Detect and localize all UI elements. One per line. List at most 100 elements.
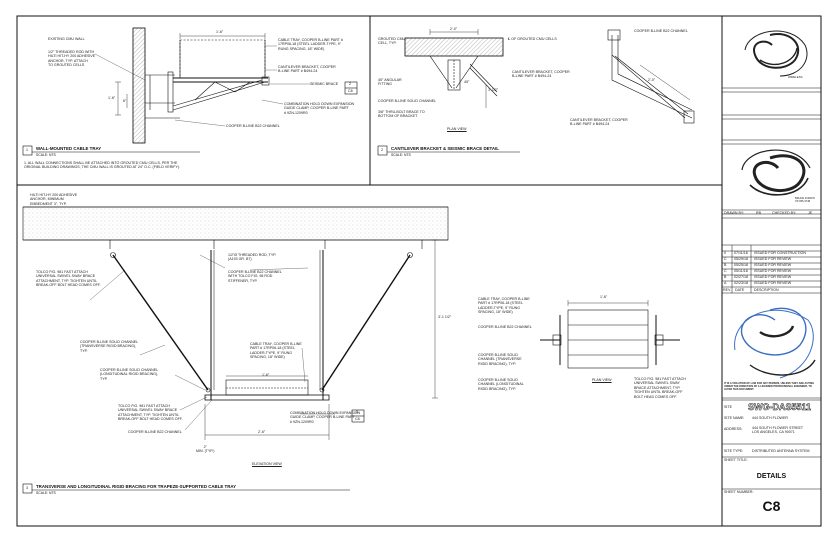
d3-plan-tolco: TOLCO FIG. 981 FAST ATTACH UNIVERSAL SWI… <box>634 377 686 399</box>
d3-plan-view: PLAN VIEW <box>592 378 612 382</box>
detail-2-drawing <box>404 29 695 124</box>
d2-plan-view: PLAN VIEW <box>447 127 467 131</box>
d2-fitting-label: 45° ANGULAR FITTING <box>378 78 402 87</box>
seal-text: BRUCE FODDIN XP 065-3748 <box>795 197 815 204</box>
d3-number: 3 <box>26 486 28 490</box>
d2-cantilever-right: CANTILEVER BRACKET, COOPER B-LINE PART #… <box>570 118 628 127</box>
revision-rev: B <box>724 275 727 279</box>
revision-desc: ISSUED FOR REVIEW <box>754 257 792 261</box>
d3-scale: SCALE: NTS <box>36 491 56 495</box>
d1-existing-wall-label: EXISTING CMU WALL <box>48 37 85 41</box>
d1-title: WALL-MOUNTED CABLE TRAY <box>36 146 102 151</box>
revision-date: 05/25/18 <box>734 263 748 267</box>
disclaimer-text: IT IS A VIOLATION OF LAW FOR ANY PERSON,… <box>724 382 815 391</box>
d3-plan-dim: 1'-6" <box>600 295 608 299</box>
d2-bolt-label: 3/8" THRU-BOLT BRACE TO BOTTOM OF BRACKE… <box>378 110 425 119</box>
site-label: SITE <box>724 405 732 409</box>
d1-scale: SCALE: NTS <box>36 153 56 157</box>
address-value: 444 SOUTH FLOWER STREET LOS ANGELES, CA … <box>752 426 804 435</box>
d2-dim-top: 2'-0" <box>450 27 458 31</box>
revision-desc: ISSUED FOR REVIEW <box>754 263 792 267</box>
d3-tolco-bottom: TOLCO FIG. 981 FAST ATTACH UNIVERSAL SWI… <box>118 404 183 422</box>
d3-plan-b22: COOPER B-LINE B22 CHANNEL <box>478 325 532 329</box>
engineer-seal-logo <box>741 149 811 196</box>
sheet-title-value: DETAILS <box>756 473 787 480</box>
revision-date: 05/29/18 <box>734 257 748 261</box>
d3-title: TRANSVERSE AND LONGITUDINAL RIGID BRACIN… <box>36 484 237 489</box>
rev-header: REV. <box>723 288 732 292</box>
address-label: ADDRESS: <box>724 427 743 431</box>
d3-clamp: COMBINATION HOLD DOWN EXPANSION GUIDE CL… <box>290 411 361 424</box>
d2-channel-label: COOPER B-LINE SOLID CHANNEL <box>378 99 437 103</box>
d1-ref-num: 2 <box>349 82 351 86</box>
logo-wireless-text: WIRELESS <box>788 75 803 79</box>
d1-dim-left: 1'-6" <box>108 96 116 100</box>
d3-plan-long: COOPER B-LINE SOLID CHANNEL (LONGITUDINA… <box>478 378 524 391</box>
revision-rev: C <box>724 269 727 273</box>
d1-number: 1 <box>26 148 28 152</box>
detail-3-elevation <box>22 206 449 440</box>
d3-transverse: COOPER B-LINE SOLID CHANNEL (TRANSVERSE … <box>80 340 139 353</box>
d1-rod-label: 1/2" THREADED ROD WITH HILTI HIT-HY 200 … <box>48 50 96 68</box>
site-name-value: 444 SOUTH FLOWER <box>752 416 788 420</box>
d2-cl-label: ℄ OF GROUTED CMU CELLS <box>508 37 557 41</box>
d2-dim-side: 1'-1/2" <box>488 88 499 92</box>
sheet-title-label: SHEET TITLE: <box>724 458 748 462</box>
site-id: SWG-DAS5511 <box>748 402 812 413</box>
d1-clamp-label: COMBINATION HOLD DOWN EXPANSION GUIDE CL… <box>284 102 355 115</box>
checked-by-label: CHECKED BY: <box>772 211 797 215</box>
revision-rev: C <box>724 257 727 261</box>
d3-ref-num: 2 <box>356 410 358 414</box>
d3-b22-stiff: COOPER B-LINE B22 CHANNEL WITH TOLCO FIG… <box>228 270 282 283</box>
desc-header: DESCRIPTION <box>754 288 779 292</box>
site-type-value: DISTRIBUTED ANTENNA SYSTEM <box>752 449 810 453</box>
revision-date: 02/23/18 <box>734 281 748 285</box>
checked-by-value: JE <box>808 211 813 215</box>
d3-ref-sheet: C8 <box>355 417 360 421</box>
d1-seismic-label: SEISMIC BRACE <box>310 82 339 86</box>
d1-channel-label: COOPER B-LINE B22 CHANNEL <box>226 124 280 128</box>
detail-1-drawing <box>94 27 358 144</box>
d3-tolco-left: TOLCO FIG. 981 FAST ATTACH UNIVERSAL SWI… <box>36 270 101 288</box>
sheet-number-label: SHEET NUMBER: <box>724 490 754 494</box>
d2-title: CANTILEVER BRACKET & SEISMIC BRACE DETAI… <box>391 146 499 151</box>
d3-tray: CABLE TRAY, COOPER B-LINE PART # 17RP06-… <box>250 342 302 360</box>
d2-angle: 45° <box>464 80 470 84</box>
drawn-by-label: DRAWN BY: <box>724 211 745 215</box>
d1-dim-top: 1'-6" <box>216 30 224 34</box>
d3-min: 2" MIN. (TYP.) <box>196 445 215 454</box>
d3-b22: COOPER B-LINE B22 CHANNEL <box>128 430 182 434</box>
revision-date: 05/11/18 <box>734 269 748 273</box>
site-type-label: SITE TYPE: <box>724 449 744 453</box>
revision-date: 07/11/18 <box>734 251 748 255</box>
revision-rev: A <box>724 281 727 285</box>
d2-number: 2 <box>381 148 383 152</box>
revision-desc: ISSUED FOR REVIEW <box>754 275 792 279</box>
revision-rev: 0 <box>724 251 726 255</box>
d2-grouted-label: GROUTED CMU CELL, TYP. <box>378 37 406 46</box>
sheet-number-value: C8 <box>762 498 781 514</box>
d3-plan-tray: CABLE TRAY, COOPER B-LINE PART # 17RP06-… <box>478 297 530 315</box>
d1-cantilever-label: CANTILEVER BRACKET, COOPER B-LINE PART #… <box>278 65 336 74</box>
d1-tray-label: CABLE TRAY, COOPER B-LINE PART # 17RP06-… <box>278 38 343 51</box>
d3-longitudinal: COOPER B-LINE SOLID CHANNEL (LONGITUDINA… <box>100 368 159 381</box>
detail-2-title-bar <box>377 145 520 156</box>
revision-desc: ISSUED FOR CONSTRUCTION <box>754 251 806 255</box>
detail-1-title-bar <box>22 145 200 156</box>
d3-dim-outer: 2'-6" <box>258 430 266 434</box>
d2-b22-label: COOPER B-LINE B22 CHANNEL <box>634 29 688 33</box>
revision-date: 02/27/18 <box>734 275 748 279</box>
d3-plan-trans: COOPER B-LINE SOLID CHANNEL (TRANSVERSE … <box>478 353 522 366</box>
d2-dim-diag: 2'-0" <box>648 78 656 82</box>
d1-ref-sheet: C8 <box>348 89 353 93</box>
d3-dim-inner: 1'-6" <box>262 373 270 377</box>
d1-dim-left2: 6" <box>123 99 127 103</box>
revision-desc: ISSUED FOR REVIEW <box>754 281 792 285</box>
d2-cantilever-mid: CANTILEVER BRACKET, COOPER B-LINE PART #… <box>512 70 570 79</box>
sheet-border <box>16 15 822 527</box>
company-logo <box>744 30 808 77</box>
date-header: DATE <box>735 288 745 292</box>
d3-dim-height: 3'-1 1/2" <box>438 315 452 319</box>
revision-desc: ISSUED FOR REVIEW <box>754 269 792 273</box>
